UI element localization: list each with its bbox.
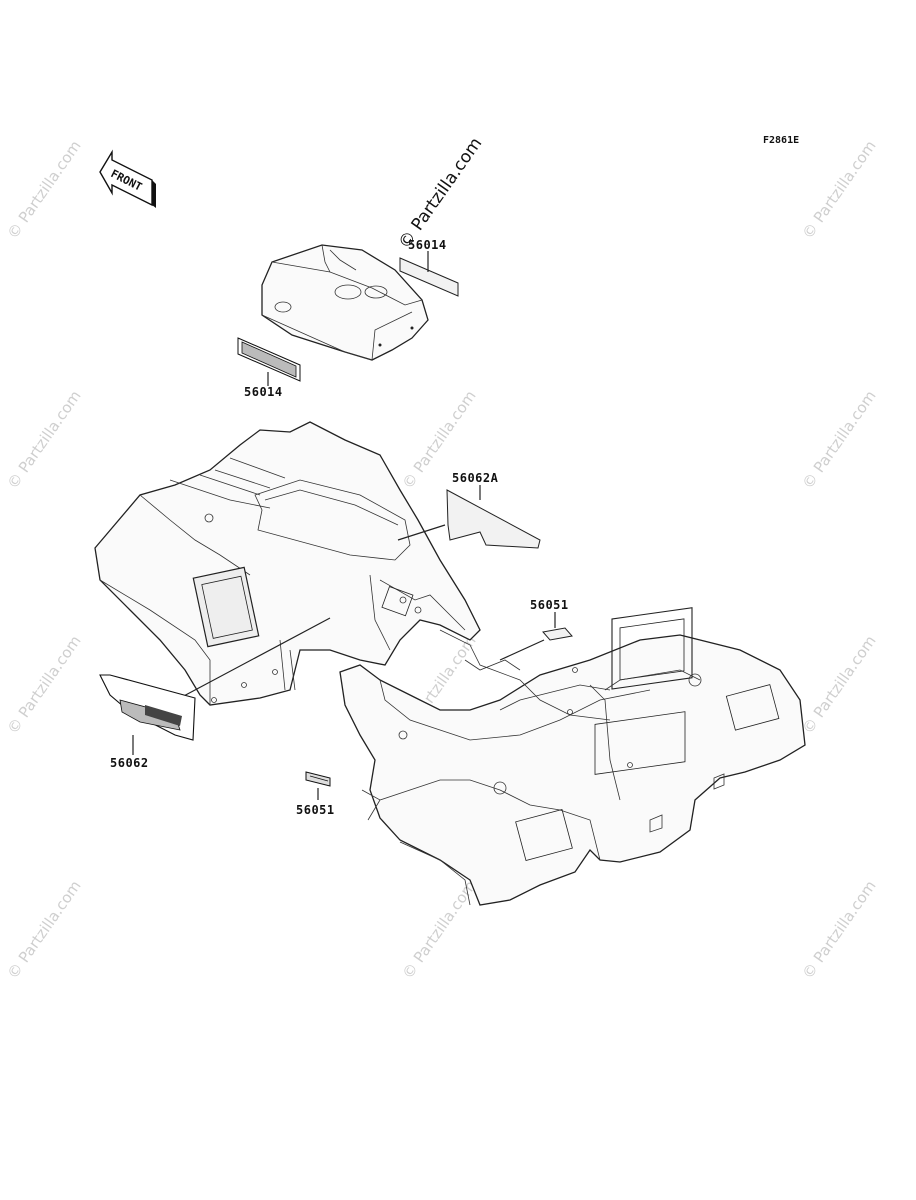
front-fender	[94, 421, 481, 706]
callout-56014-top: 56014	[408, 238, 447, 252]
decal-56014-top	[399, 257, 459, 297]
rear-fender	[339, 607, 806, 906]
callout-56062: 56062	[110, 756, 149, 770]
decal-56062	[99, 674, 196, 741]
decal-56051-right	[542, 627, 573, 641]
callout-56062A: 56062A	[452, 471, 499, 485]
leader-line	[179, 617, 331, 699]
decal-56014-kawasaki	[237, 337, 301, 382]
watermark: © Partzilla.com	[799, 137, 880, 242]
leader-line	[397, 524, 446, 541]
watermark: © Partzilla.com	[799, 632, 880, 737]
callout-56014-bottom: 56014	[244, 385, 283, 399]
callout-56051-right: 56051	[530, 598, 569, 612]
top-cover	[261, 244, 429, 361]
decal-56051-bottom	[305, 771, 331, 787]
watermark: © Partzilla.com	[4, 137, 85, 242]
watermark: © Partzilla.com	[4, 877, 85, 982]
front-arrow-icon: FRONT	[99, 149, 156, 208]
callout-56051-bottom: 56051	[296, 803, 335, 817]
figure-code: F2861E	[763, 135, 799, 146]
leader-line	[499, 639, 545, 661]
watermark: © Partzilla.com	[799, 877, 880, 982]
decal-56062A	[446, 489, 541, 549]
watermark: © Partzilla.com	[4, 632, 85, 737]
watermark-main: © Partzilla.com	[395, 134, 487, 253]
watermark: © Partzilla.com	[799, 387, 880, 492]
watermark: © Partzilla.com	[4, 387, 85, 492]
